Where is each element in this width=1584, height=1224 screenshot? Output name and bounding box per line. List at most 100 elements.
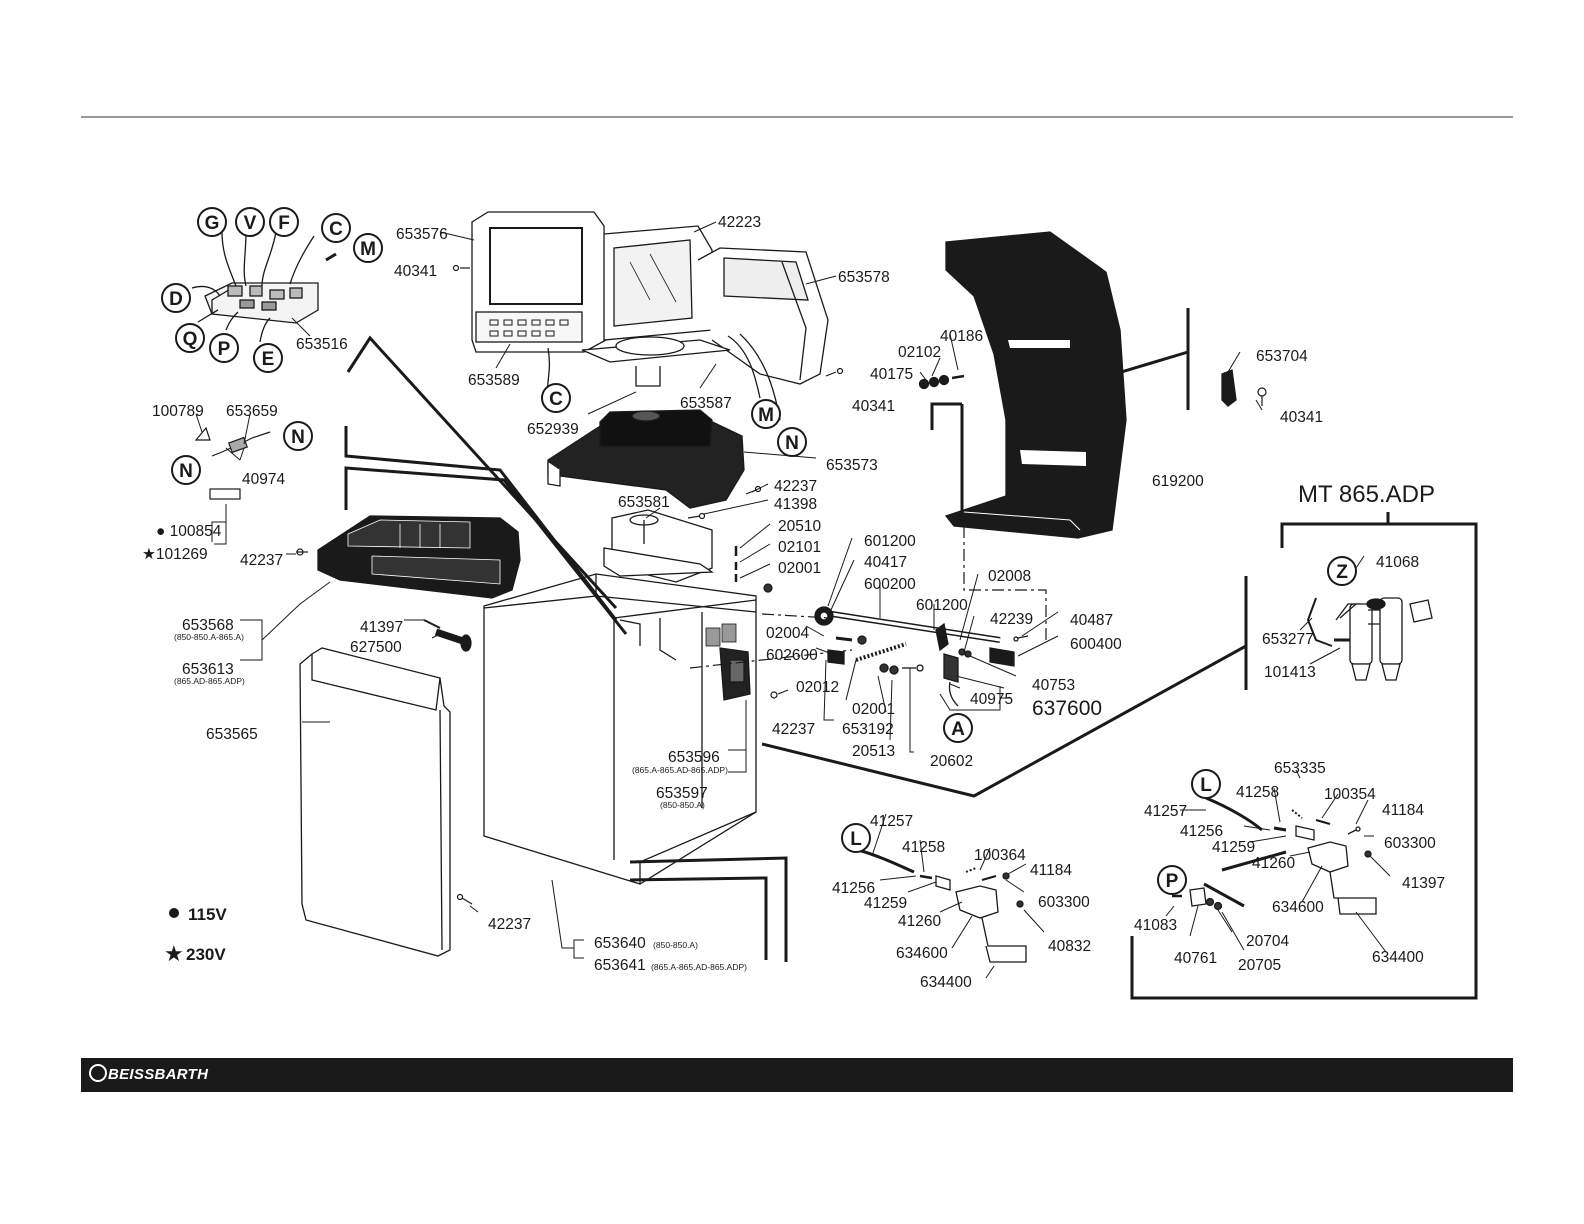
front-panel	[299, 647, 451, 957]
callout-letter: C	[329, 219, 343, 240]
part-label: 653596	[668, 749, 720, 766]
part-label: 634400	[920, 974, 972, 991]
pedal-assembly-right	[1172, 796, 1377, 915]
part-label: 41184	[1030, 862, 1072, 879]
part-label: 41258	[1236, 784, 1279, 801]
callout-letter: E	[262, 349, 275, 370]
part-label: 653640 (850-850.A)	[594, 935, 698, 952]
part-label: 603300	[1038, 894, 1090, 911]
part-label-text: 100854	[170, 523, 222, 540]
part-label: 40974	[242, 471, 285, 488]
part-label: 653573	[826, 457, 878, 474]
callout-letter: Z	[1336, 562, 1348, 583]
part-label: 41258	[902, 839, 945, 856]
top-tray	[317, 515, 521, 599]
callout-letter: N	[179, 461, 193, 482]
part-label: 100364	[974, 847, 1026, 864]
part-label: 653516	[296, 336, 348, 353]
callout-letter: P	[218, 339, 231, 360]
part-note: (865.A-865.AD-865.ADP)	[632, 765, 728, 775]
part-label: 02101	[778, 539, 821, 556]
part-label: 652939	[527, 421, 579, 438]
part-label: 42237	[240, 552, 283, 569]
part-label-text: 653640	[594, 935, 646, 952]
part-note: (850-850.A)	[653, 940, 698, 950]
part-label: 100789	[152, 403, 204, 420]
divider-lines	[344, 308, 1478, 1000]
part-label: 41083	[1134, 917, 1177, 934]
callout-letter: A	[951, 719, 965, 740]
part-label: 634600	[1272, 899, 1324, 916]
part-label: 41259	[864, 895, 907, 912]
monitor-housing	[471, 211, 829, 421]
part-label: 101413	[1264, 664, 1316, 681]
callout-letter: G	[205, 213, 220, 234]
part-label: 653587	[680, 395, 732, 412]
model-title: MT 865.ADP	[1298, 481, 1435, 508]
part-label: 653581	[618, 494, 670, 511]
part-label: 653641 (865.A-865.AD-865.ADP)	[594, 957, 747, 974]
small-parts	[194, 426, 789, 905]
part-label: 653659	[226, 403, 278, 420]
part-label: 40832	[1048, 938, 1091, 955]
star-icon: ★	[164, 941, 184, 966]
part-label: 653704	[1256, 348, 1308, 365]
part-label: 40341	[852, 398, 895, 415]
monitor-bracket	[547, 409, 745, 509]
callout-letter: N	[785, 433, 799, 454]
dash-lines	[689, 526, 1047, 669]
part-label: 42237	[774, 478, 817, 495]
part-label: ● 100854	[156, 523, 222, 540]
part-label: 42223	[718, 214, 761, 231]
part-label: 653578	[838, 269, 890, 286]
cabinet	[483, 573, 757, 885]
part-label: 603300	[1384, 835, 1436, 852]
part-label: 41184	[1382, 802, 1424, 819]
part-label: 41068	[1376, 554, 1419, 571]
part-label: 634400	[1372, 949, 1424, 966]
latch	[1221, 369, 1237, 407]
part-label: 02008	[988, 568, 1031, 585]
brand-logo-icon	[89, 1064, 107, 1082]
part-label: 653589	[468, 372, 520, 389]
callout-letter: Q	[183, 329, 198, 350]
brand-logo: BEISSBARTH	[89, 1064, 208, 1083]
part-label: ★101269	[142, 546, 208, 563]
part-label: 41260	[898, 913, 941, 930]
callout-letter: N	[291, 427, 305, 448]
part-label: 20704	[1246, 933, 1289, 950]
part-label: 20602	[930, 753, 973, 770]
part-label: 02102	[898, 344, 941, 361]
part-note: (865.A-865.AD-865.ADP)	[651, 962, 747, 972]
part-note: (865.AD-865.ADP)	[174, 676, 245, 686]
part-label: 637600	[1032, 697, 1102, 720]
part-label: 42239	[990, 611, 1033, 628]
part-label: 41398	[774, 496, 817, 513]
callout-letter: L	[850, 829, 862, 850]
part-label: 42237	[772, 721, 815, 738]
part-label: 653597	[656, 785, 708, 802]
part-label: 653568	[182, 617, 234, 634]
legend-115v: 115V	[188, 905, 227, 924]
part-label: 41257	[1144, 803, 1187, 820]
callout-letters: G V F C M D Q P E C M N N N A Z L L P	[169, 213, 1348, 892]
part-label: 41256	[1180, 823, 1223, 840]
callout-letter: P	[1166, 871, 1179, 892]
part-label: 40341	[1280, 409, 1323, 426]
part-label: 41259	[1212, 839, 1255, 856]
part-label: 02001	[778, 560, 821, 577]
voltage-legend: 115V ★ 230V	[164, 905, 227, 966]
air-filter-unit	[1306, 597, 1433, 681]
part-label: 600200	[864, 576, 916, 593]
part-label: 601200	[864, 533, 916, 550]
legend-230v: 230V	[186, 945, 226, 964]
part-label-text: 101269	[156, 546, 208, 563]
callout-letter: M	[758, 405, 774, 426]
part-label: 02004	[766, 625, 809, 642]
mast-support	[603, 509, 715, 583]
part-label: 627500	[350, 639, 402, 656]
part-label: 02001	[852, 701, 895, 718]
part-label: 40753	[1032, 677, 1075, 694]
part-label: 653277	[1262, 631, 1314, 648]
